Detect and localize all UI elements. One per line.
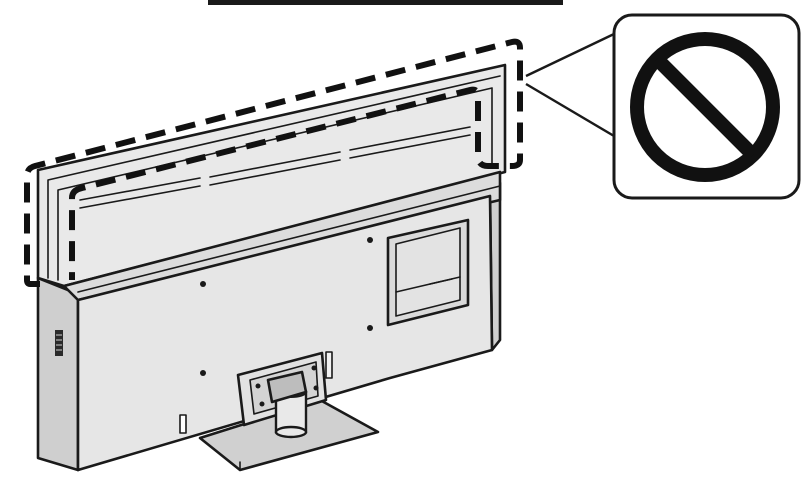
callout-pointer — [525, 32, 615, 138]
tv-side-left — [36, 276, 80, 472]
bottom-tab — [179, 414, 187, 434]
cropped-heading-fragment — [208, 0, 563, 5]
do-not-hold-region — [24, 38, 523, 287]
tv-body — [36, 63, 507, 472]
rib-1 — [79, 177, 201, 201]
tv-stand — [198, 351, 380, 472]
prohibition-icon — [630, 32, 780, 182]
connector-recess — [386, 218, 470, 327]
rib-3 — [349, 126, 471, 151]
rib-2 — [209, 151, 341, 178]
side-button-strip — [55, 330, 63, 356]
callout-box — [612, 13, 801, 200]
